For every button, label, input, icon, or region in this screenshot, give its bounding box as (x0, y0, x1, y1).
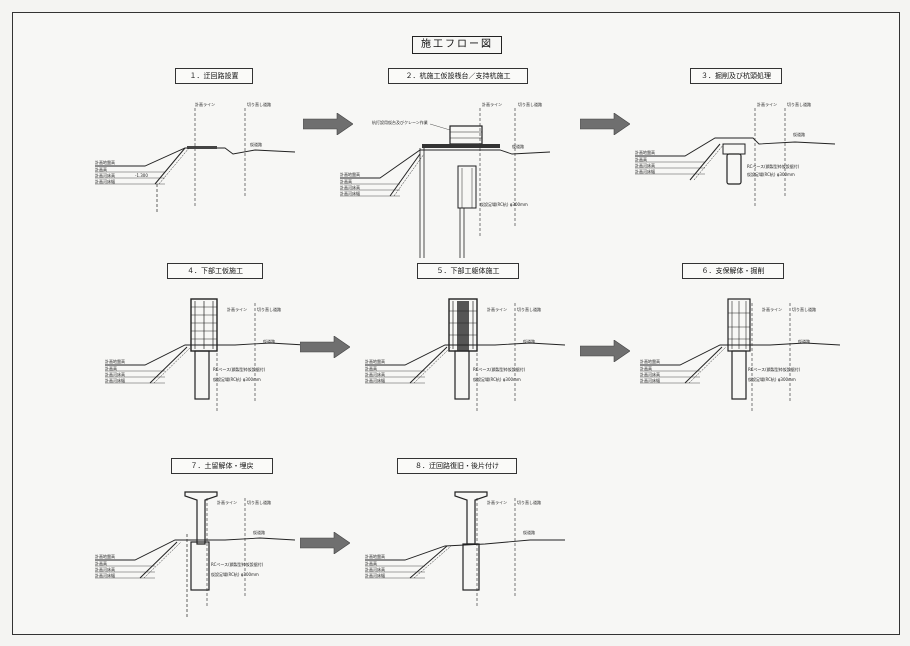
note-top-left: 計画ライン (762, 306, 782, 312)
step-1-title: １．迂回路設置 (175, 68, 253, 84)
note-top-right: 切り直し道路 (517, 306, 541, 312)
step-4-title: ４．下部工仮施工 (167, 263, 263, 279)
step-2-title: ２．杭施工仮設桟台／支持杭施工 (388, 68, 528, 84)
note-bottom: 仮設足場(RC杭) φ300mm (213, 376, 261, 382)
note-right: 仮道路 (798, 338, 810, 344)
step-6-section-drawing: 計画ライン 切り直し道路 計画地盤高 計画高 計画河床高 計画河床幅 RCベース… (640, 298, 840, 413)
note-bottom: 仮設足場(RC杭) φ300mm (473, 376, 521, 382)
note-top-right: 切り直し道路 (787, 101, 811, 107)
step-panel-8: ８．迂回路復旧・後片付け 計画ライン 切り直し道路 計画地盤高 計画高 計画河床… (365, 458, 565, 628)
note-bottom: 仮設足場(RC杭) φ300mm (748, 376, 796, 382)
note-right: 仮道路 (253, 529, 265, 535)
note-bottom: 仮設足場(RC杭) φ300mm (211, 571, 259, 577)
step-8-title: ８．迂回路復旧・後片付け (397, 458, 517, 474)
level-label-4: 計画河床幅 (95, 572, 115, 578)
step-panel-3: ３．掘削及び杭頭処理 計画ライン 切り直し道路 計画地盤高 計画高 計画河床高 … (635, 68, 835, 238)
note-bottom: 仮設足場(RC杭) φ300mm (480, 201, 528, 207)
note-top-right: 切り直し道路 (792, 306, 816, 312)
level-label-4: 計画河床幅 (635, 168, 655, 174)
level-label-2: 計画高 (340, 178, 352, 184)
page-title: 施工フロー図 (412, 36, 502, 54)
level-label-2: 計画高 (105, 365, 117, 371)
level-label-2: 計画高 (95, 166, 107, 172)
step-2-section-drawing: 計画ライン 切り直し道路 杭打設用仮台及びクレーン作業 計画地盤高 計画高 計画… (340, 101, 550, 258)
step-8-section-drawing: 計画ライン 切り直し道路 計画地盤高 計画高 計画河床高 計画河床幅 仮道路 (365, 491, 565, 608)
level-value-2: -1.300 (135, 173, 148, 178)
level-label-1: 計画地盤高 (365, 553, 385, 559)
level-label-1: 計画地盤高 (365, 358, 385, 364)
note-right: 仮道路 (793, 131, 805, 137)
note-top-right: 切り直し道路 (247, 101, 271, 107)
level-label-2: 計画高 (365, 560, 377, 566)
level-label-2: 計画高 (95, 560, 107, 566)
step-panel-7: ７．土留解体・埋戻 計画ライン 切り直し道路 計画地盤高 計画高 計画河床高 計… (95, 458, 295, 628)
step-5-title: ５．下部工躯体施工 (417, 263, 519, 279)
note-right: 仮道路 (250, 141, 262, 147)
step-6-title: ６．支保解体・掘削 (682, 263, 784, 279)
level-label-3: 計画河床高 (635, 162, 655, 168)
step-5-section-drawing: 計画ライン 切り直し道路 計画地盤高 計画高 計画河床高 計画河床幅 RCベース… (365, 298, 565, 413)
step-panel-1: １．迂回路設置 計画ライン 切り直し道路 計画地盤高 計画高 計画河床高 計画河… (95, 68, 295, 238)
level-label-3: 計画河床高 (340, 184, 360, 190)
step-panel-4: ４．下部工仮施工 計画ライン 切り直し道路 計画地盤高 計画高 計画河床高 計画… (105, 263, 305, 433)
note-right: 仮道路 (512, 143, 524, 149)
flow-arrow-2 (580, 113, 630, 135)
step-panel-5: ５．下部工躯体施工 計画ライン 切り直し道路 計画地盤高 計画高 計画河床高 計… (365, 263, 565, 433)
flow-arrow-4 (580, 340, 630, 362)
note-top-left: 計画ライン (195, 101, 215, 107)
note-top-left: 計画ライン (482, 101, 502, 107)
note-top-right: 切り直し道路 (247, 499, 271, 505)
step-7-title: ７．土留解体・埋戻 (171, 458, 273, 474)
note-top-left: 計画ライン (217, 499, 237, 505)
note-top-right: 切り直し道路 (517, 499, 541, 505)
level-label-4: 計画河床幅 (95, 178, 115, 184)
level-label-2: 計画高 (640, 365, 652, 371)
note-top-right: 切り直し道路 (518, 101, 542, 107)
level-label-3: 計画河床高 (95, 172, 115, 178)
note-mid: RCベース(鋼製型枠仮設据付) (473, 366, 526, 372)
level-label-3: 計画河床高 (95, 566, 115, 572)
level-label-2: 計画高 (365, 365, 377, 371)
step-panel-2: ２．杭施工仮設桟台／支持杭施工 計画ライン 切り直し道路 杭打設用仮台及びクレー… (340, 68, 550, 258)
level-label-4: 計画河床幅 (340, 190, 360, 196)
level-label-3: 計画河床高 (365, 566, 385, 572)
flow-arrow-5 (300, 532, 350, 554)
step-3-section-drawing: 計画ライン 切り直し道路 計画地盤高 計画高 計画河床高 計画河床幅 RCベース… (635, 101, 835, 208)
note-mid: RCベース(鋼製型枠仮設据付) (211, 561, 264, 567)
level-label-4: 計画河床幅 (105, 377, 125, 383)
note-mid: RCベース(鋼製型枠仮設据付) (213, 366, 266, 372)
flow-arrow-1 (303, 113, 353, 135)
level-label-1: 計画地盤高 (105, 358, 125, 364)
level-label-4: 計画河床幅 (365, 377, 385, 383)
level-label-4: 計画河床幅 (640, 377, 660, 383)
note-top-left: 計画ライン (487, 499, 507, 505)
level-label-3: 計画河床高 (365, 371, 385, 377)
note-right: 仮道路 (523, 529, 535, 535)
step-panel-6: ６．支保解体・掘削 計画ライン 切り直し道路 計画地盤高 計画高 計画河床高 計… (640, 263, 840, 433)
note-top-left: 計画ライン (227, 306, 247, 312)
step-3-title: ３．掘削及び杭頭処理 (690, 68, 782, 84)
step-1-section-drawing: 計画ライン 切り直し道路 計画地盤高 計画高 計画河床高 計画河床幅 -1.30… (95, 101, 295, 213)
level-label-1: 計画地盤高 (95, 159, 115, 165)
note-callout: 杭打設用仮台及びクレーン作業 (372, 119, 428, 125)
level-label-4: 計画河床幅 (365, 572, 385, 578)
level-label-1: 計画地盤高 (340, 171, 360, 177)
level-label-3: 計画河床高 (640, 371, 660, 377)
note-top-left: 計画ライン (487, 306, 507, 312)
step-7-section-drawing: 計画ライン 切り直し道路 計画地盤高 計画高 計画河床高 計画河床幅 RCベース… (95, 491, 295, 618)
level-label-1: 計画地盤高 (640, 358, 660, 364)
level-label-2: 計画高 (635, 156, 647, 162)
level-label-3: 計画河床高 (105, 371, 125, 377)
note-right: 仮道路 (263, 338, 275, 344)
level-label-1: 計画地盤高 (635, 149, 655, 155)
level-label-1: 計画地盤高 (95, 553, 115, 559)
note-bottom: 仮設足場(RC杭) φ300mm (747, 171, 795, 177)
flow-arrow-3 (300, 336, 350, 358)
note-right: 仮道路 (523, 338, 535, 344)
note-mid: RCベース(鋼製型枠仮設据付) (747, 163, 800, 169)
note-top-left: 計画ライン (757, 101, 777, 107)
step-4-section-drawing: 計画ライン 切り直し道路 計画地盤高 計画高 計画河床高 計画河床幅 RCベース… (105, 298, 305, 413)
note-top-right: 切り直し道路 (257, 306, 281, 312)
note-mid: RCベース(鋼製型枠仮設据付) (748, 366, 801, 372)
